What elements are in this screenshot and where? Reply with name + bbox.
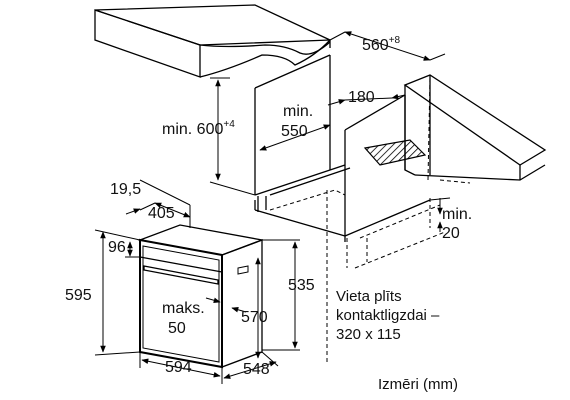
label-bottom-gap-2: 20 [442,225,460,242]
label-opening-height: 535 [288,277,315,294]
units-caption: Izmēri (mm) [378,376,458,393]
right-worktop [403,74,547,184]
label-total-height: 595 [65,287,92,304]
label-180: 180 [348,89,375,106]
socket-note-line2: kontaktligzdai – [336,307,440,324]
dimension-labels: 560+8 180 min. 600+4 min. 550 min. 20 19… [65,35,472,378]
socket-note-line1: Vieta plīts [336,288,402,305]
label-top-offset: 19,5 [110,181,141,198]
label-niche-height: min. 600+4 [162,119,235,138]
socket-area [363,139,427,166]
label-inner-height: 570 [241,309,268,326]
label-oven-width: 594 [165,359,192,376]
label-niche-depth-1: min. [283,103,313,120]
socket-note-line3: 320 x 115 [336,326,401,343]
dimension-lines [94,31,451,384]
label-panel-height: 96 [108,239,126,256]
oven [137,222,265,369]
label-niche-depth-2: 550 [281,123,308,140]
label-oven-depth: 548 [243,361,270,378]
label-top-depth: 405 [148,205,175,222]
label-bottom-gap-1: min. [442,206,472,223]
worktop [94,4,331,78]
socket-note: Vieta plīts kontaktligzdai – 320 x 115 [336,288,440,343]
label-door-bottom-1: maks. [162,300,205,317]
label-worktop-depth: 560+8 [362,35,401,54]
cabinet-niche [254,54,446,269]
label-door-bottom-2: 50 [168,320,186,337]
